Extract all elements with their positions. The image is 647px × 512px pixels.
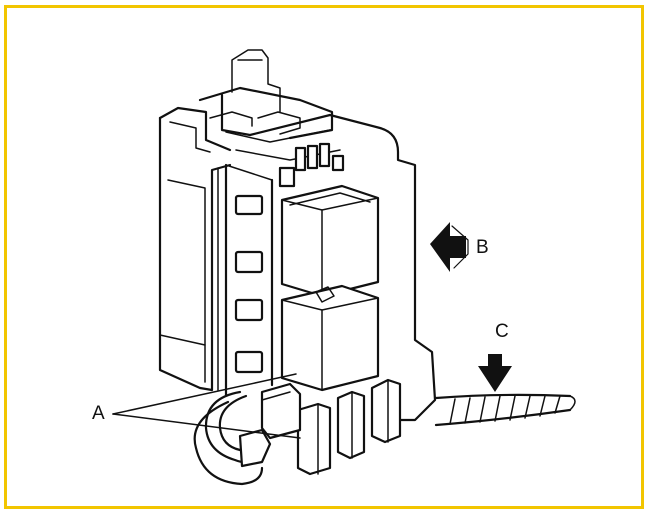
fuse-slot-1 <box>234 194 264 216</box>
arrow-down-icon <box>478 354 512 392</box>
relay-lower <box>280 284 380 392</box>
callout-label-a: A <box>92 403 105 424</box>
connector-mid <box>336 390 366 460</box>
fuse-slot-4 <box>234 350 264 374</box>
mounting-bracket <box>220 93 437 422</box>
fuse-box-housing <box>158 116 232 392</box>
callout-label-c: C <box>495 321 509 342</box>
callout-a-leader-2 <box>112 413 301 439</box>
callout-label-b: B <box>476 237 489 258</box>
fuse-slot-2 <box>234 250 264 274</box>
connector-front <box>296 402 332 476</box>
fuse-slot-3 <box>234 298 264 322</box>
relay-upper <box>280 184 380 298</box>
callout-a-leader-1 <box>112 373 297 415</box>
connector-right <box>370 378 402 444</box>
wire-harness <box>434 393 572 400</box>
arrow-left-icon <box>430 222 466 272</box>
